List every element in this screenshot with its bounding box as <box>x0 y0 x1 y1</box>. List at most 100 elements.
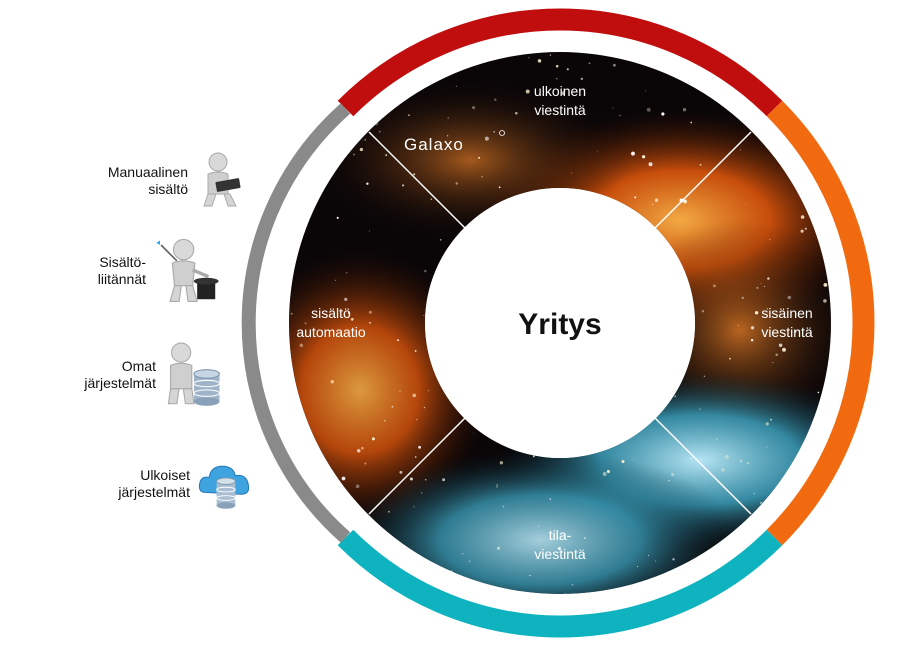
star <box>408 114 410 117</box>
sidebar-item-own-systems: Omat järjestelmät <box>62 340 228 410</box>
segment-left-label-line1: sisältö <box>311 305 351 321</box>
star <box>708 555 710 557</box>
star <box>761 141 763 143</box>
star <box>674 395 676 398</box>
star <box>634 196 637 199</box>
star <box>641 155 646 159</box>
star <box>770 418 772 421</box>
star <box>772 362 774 364</box>
star <box>478 156 481 159</box>
star <box>355 56 359 61</box>
star <box>537 59 542 63</box>
star <box>439 239 442 241</box>
star <box>528 57 530 59</box>
star <box>385 154 388 156</box>
star <box>823 299 827 303</box>
star <box>739 459 743 463</box>
star <box>703 375 706 377</box>
star <box>621 460 625 463</box>
star <box>648 162 653 167</box>
star <box>364 139 366 141</box>
star <box>760 283 762 285</box>
star <box>345 271 348 274</box>
star <box>823 282 828 287</box>
galaxo-logo: Galaxo <box>404 130 505 154</box>
star <box>764 285 766 288</box>
star <box>361 446 364 450</box>
star <box>760 501 763 504</box>
star <box>765 422 769 426</box>
label-line1: Manuaalinen <box>107 164 188 180</box>
star <box>375 100 379 104</box>
star <box>525 89 530 94</box>
star <box>753 493 755 495</box>
label-line2: järjestelmät <box>84 375 156 391</box>
star <box>729 357 731 360</box>
star <box>555 77 558 80</box>
star <box>353 153 355 156</box>
star <box>493 130 496 133</box>
star <box>359 147 364 152</box>
star <box>557 547 561 550</box>
star <box>596 151 598 153</box>
star <box>811 558 815 562</box>
star <box>423 315 425 317</box>
segment-right-label-line2: viestintä <box>761 324 813 340</box>
star <box>369 321 371 324</box>
star <box>430 198 433 201</box>
label-line1: Omat <box>121 358 156 374</box>
star <box>308 67 313 72</box>
star <box>654 198 659 202</box>
star <box>750 326 755 330</box>
star <box>442 478 446 482</box>
star <box>296 120 299 123</box>
star <box>817 391 820 394</box>
star <box>290 312 293 315</box>
star <box>304 322 307 325</box>
star <box>612 107 614 109</box>
star <box>631 151 635 156</box>
star <box>344 297 348 302</box>
star <box>690 457 692 460</box>
star <box>423 406 426 409</box>
star <box>341 476 346 481</box>
sidebar-item-label: Omat järjestelmät <box>62 358 156 392</box>
arc-top-red <box>337 8 783 117</box>
star <box>383 419 386 422</box>
star <box>750 338 754 342</box>
star <box>793 468 796 471</box>
star <box>712 284 717 288</box>
star <box>754 311 759 315</box>
star <box>447 117 449 119</box>
star <box>449 570 453 574</box>
star <box>345 58 348 60</box>
star <box>327 171 330 173</box>
star <box>399 470 403 474</box>
star <box>497 546 501 550</box>
star <box>798 98 801 101</box>
star <box>472 106 476 110</box>
star <box>330 379 335 384</box>
sidebar-item-external-systems: Ulkoiset järjestelmät <box>92 455 254 513</box>
star <box>468 560 471 563</box>
star <box>538 525 540 527</box>
star <box>721 468 725 472</box>
star <box>730 110 732 112</box>
segment-top-label-line1: ulkoinen <box>534 83 586 99</box>
star <box>368 310 372 314</box>
star <box>583 537 586 539</box>
star <box>321 456 324 460</box>
star <box>690 121 693 124</box>
star <box>654 560 657 562</box>
star <box>648 554 650 557</box>
star <box>335 279 337 281</box>
star <box>413 173 416 176</box>
star <box>532 455 535 458</box>
star <box>496 484 498 486</box>
star <box>347 311 350 314</box>
star <box>461 552 464 555</box>
star <box>571 583 574 586</box>
star <box>299 343 304 348</box>
arc-bottom-teal <box>337 529 783 638</box>
star <box>366 182 369 185</box>
